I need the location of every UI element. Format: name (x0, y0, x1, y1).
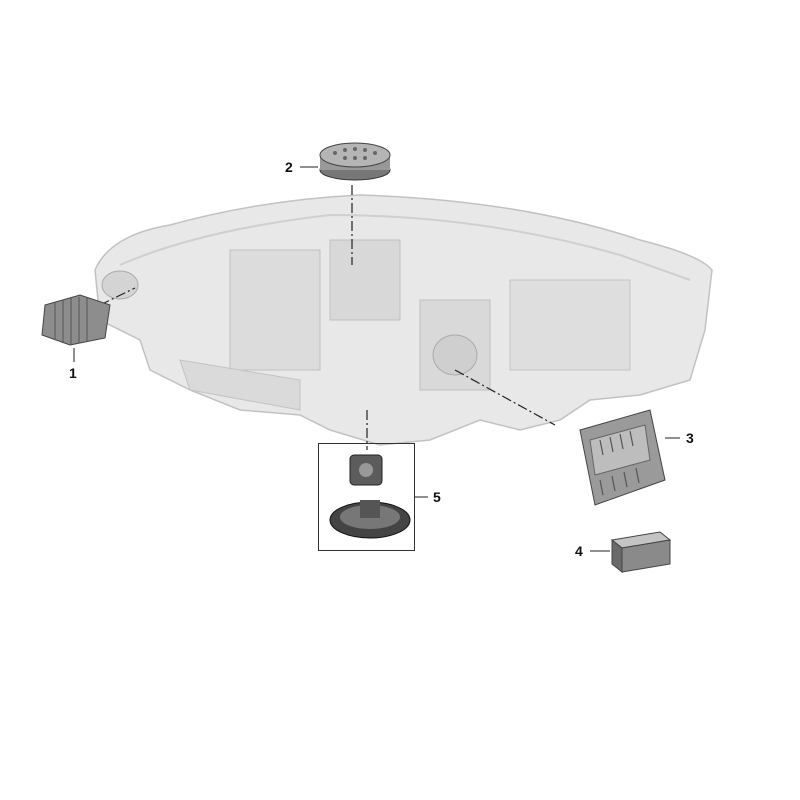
part-1-side-module (41, 294, 111, 346)
part-2-round-module (319, 142, 391, 181)
headlamp-housing (94, 194, 713, 446)
part-3-control-unit (579, 409, 666, 506)
callout-4[interactable]: 4 (575, 543, 583, 559)
leader-line-3 (454, 369, 556, 426)
part-4-box-module (610, 531, 672, 574)
callout-5[interactable]: 5 (433, 489, 441, 505)
callout-2[interactable]: 2 (285, 159, 293, 175)
leader-line-1 (99, 287, 136, 306)
part-5-connector-kit (329, 454, 411, 539)
connector-kit-frame (318, 443, 415, 551)
callout-3[interactable]: 3 (686, 430, 694, 446)
callout-1[interactable]: 1 (69, 365, 77, 381)
